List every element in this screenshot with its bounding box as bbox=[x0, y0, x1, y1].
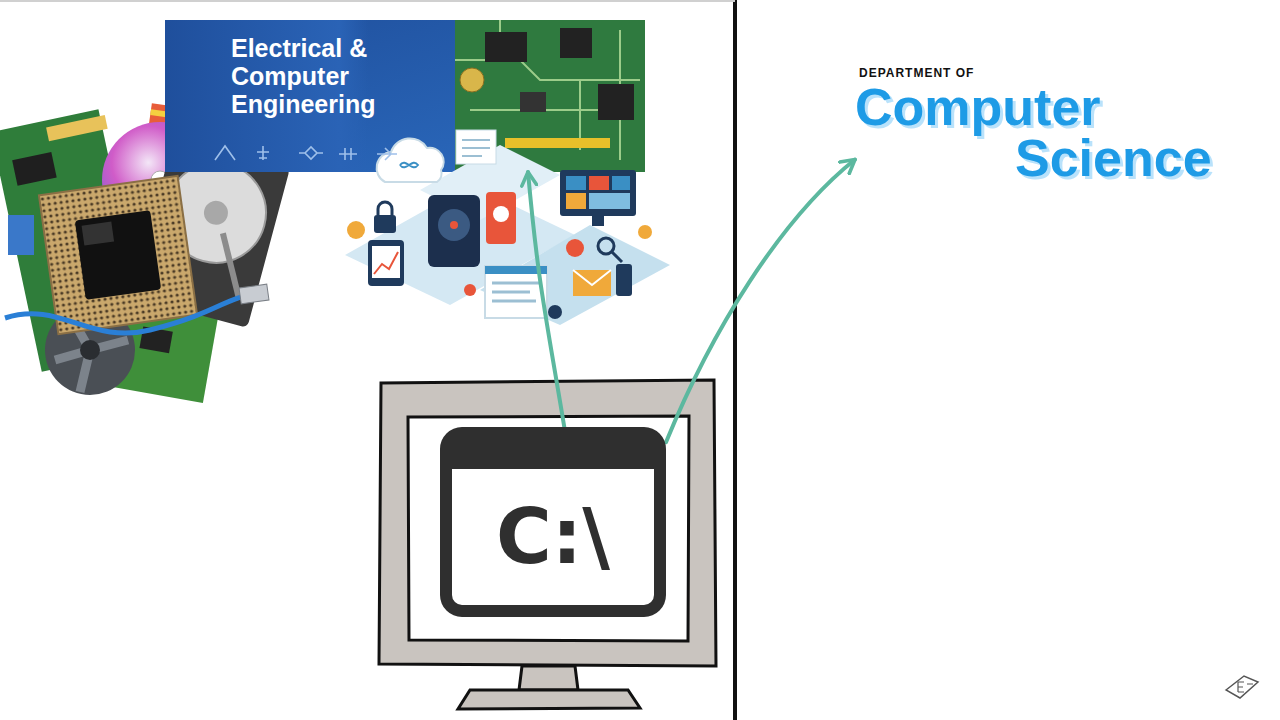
top-rule bbox=[0, 0, 735, 2]
browser-lines bbox=[492, 283, 540, 301]
tile bbox=[566, 176, 586, 190]
banner-icon bbox=[377, 148, 397, 160]
dot bbox=[347, 221, 365, 239]
drive-platter bbox=[438, 209, 470, 241]
dot bbox=[548, 305, 562, 319]
cpu-chip bbox=[39, 176, 197, 334]
logo-mark bbox=[1226, 676, 1258, 698]
connector bbox=[8, 215, 34, 255]
tile bbox=[566, 193, 586, 209]
drive-spindle bbox=[450, 221, 458, 229]
tile bbox=[612, 176, 630, 190]
monitor-neck bbox=[519, 666, 578, 690]
phone-icon bbox=[368, 240, 404, 286]
chart-line bbox=[374, 252, 398, 274]
logo-wordmark: Computer Science bbox=[855, 82, 1274, 184]
computer-monitor bbox=[379, 380, 716, 709]
fan-hub bbox=[80, 340, 100, 360]
phone-icon bbox=[616, 264, 632, 296]
prompt-text: C:\ bbox=[496, 495, 610, 579]
dot bbox=[464, 284, 476, 296]
banner-icon bbox=[215, 146, 235, 160]
monitor-bezel bbox=[379, 380, 716, 666]
cpu-pins bbox=[39, 176, 197, 334]
terminal-window: C:\ bbox=[440, 427, 666, 617]
usb-plug bbox=[239, 284, 269, 304]
dot bbox=[566, 239, 584, 257]
banner-title: Electrical & Computer Engineering bbox=[231, 34, 416, 118]
magnifier-icon bbox=[598, 238, 614, 254]
phone-screen bbox=[372, 246, 400, 278]
banner-icon bbox=[299, 147, 323, 159]
usb-cable bbox=[5, 296, 245, 333]
chip bbox=[12, 152, 57, 186]
drive-icon bbox=[428, 195, 480, 267]
curved-arrow bbox=[666, 160, 855, 443]
dot bbox=[638, 225, 652, 239]
logo-strokes bbox=[1238, 682, 1253, 692]
padlock-shackle bbox=[378, 202, 392, 215]
monitor-stand bbox=[592, 216, 604, 226]
slot bbox=[46, 115, 108, 141]
monitor-screen bbox=[408, 416, 689, 641]
monitor-icon bbox=[560, 170, 636, 216]
spindle bbox=[201, 198, 230, 227]
magnifier-handle bbox=[612, 252, 622, 262]
banner-icon bbox=[257, 146, 269, 160]
corner-logo bbox=[1226, 676, 1258, 698]
padlock-icon bbox=[374, 215, 396, 233]
drive-platter bbox=[493, 206, 509, 222]
divider-line bbox=[733, 0, 737, 720]
cpu-die bbox=[75, 210, 161, 300]
banner-icons bbox=[205, 140, 405, 166]
drive-icon bbox=[486, 192, 516, 244]
envelope-flap bbox=[573, 270, 611, 285]
cpu-gloss bbox=[82, 222, 114, 246]
envelope-icon bbox=[573, 270, 611, 296]
banner-icon bbox=[339, 148, 357, 160]
department-logo: DEPARTMENT OFComputer Science bbox=[855, 62, 1274, 192]
logo-kicker: DEPARTMENT OF bbox=[859, 66, 1274, 82]
title-banner: Electrical & Computer Engineering bbox=[165, 20, 649, 172]
tile bbox=[589, 176, 609, 190]
monitor-base bbox=[458, 690, 640, 709]
tile bbox=[589, 193, 630, 209]
curved-arrow bbox=[528, 172, 564, 427]
